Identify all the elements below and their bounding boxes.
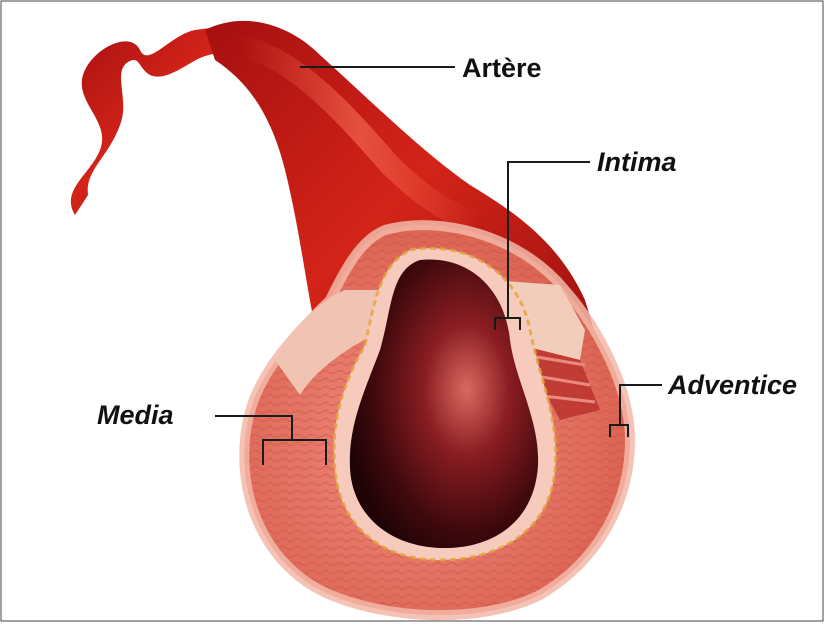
- label-adventice: Adventice: [668, 372, 797, 399]
- label-media: Media: [97, 402, 174, 429]
- label-artere: Artère: [462, 55, 542, 82]
- label-intima: Intima: [597, 149, 677, 176]
